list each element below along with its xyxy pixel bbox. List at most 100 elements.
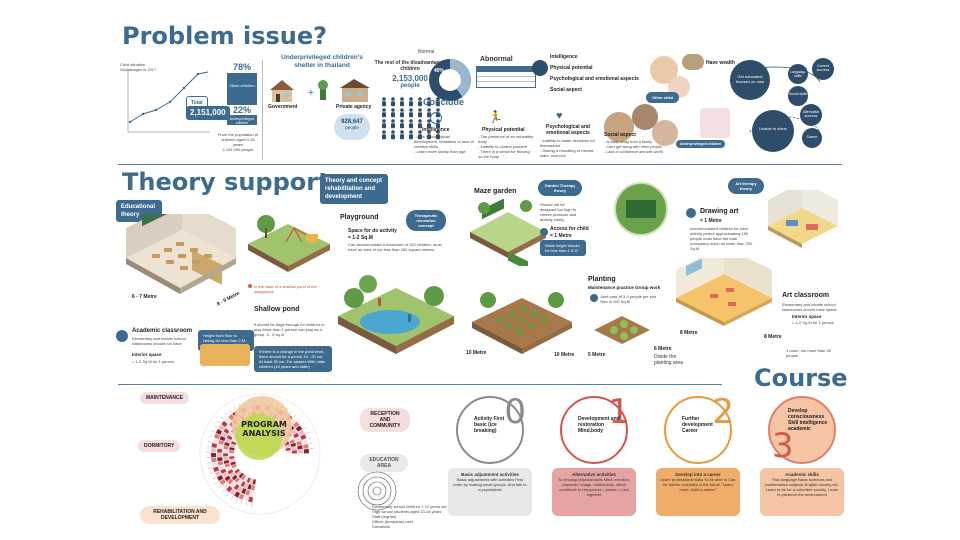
wheel-cell	[223, 456, 229, 461]
legend-item-1: Elementary school children 7-12 years ol…	[372, 504, 447, 509]
abnormal-title: Abnormal	[480, 56, 513, 63]
wheel-cell	[218, 440, 225, 445]
wheel-spoke	[213, 425, 218, 428]
wheel-cell	[293, 432, 300, 439]
get-care-circle: Get educated/ focused on care	[730, 60, 770, 100]
wheel-cell	[243, 482, 249, 489]
legend-item-3: Staff (regular)	[372, 514, 397, 519]
wheel-cell	[224, 441, 230, 447]
wheel-cell	[237, 479, 243, 486]
wheel-spoke	[297, 418, 301, 422]
wheel-cell	[226, 435, 233, 441]
physical-label: Physical potential	[482, 127, 525, 133]
wheel-cell	[222, 482, 230, 489]
wheel-spoke	[212, 476, 216, 480]
person-icon	[409, 97, 413, 107]
wheel-cell	[212, 438, 219, 444]
wheel-cell	[217, 444, 223, 449]
wheel-cell	[219, 478, 227, 486]
wheel-cell	[224, 463, 231, 468]
other-children-bar: Other children	[227, 73, 257, 105]
brain-icon	[430, 112, 442, 124]
wheel-spoke	[209, 435, 214, 438]
wheel-spoke	[207, 440, 212, 443]
course-ring-text-0: Activity First basic (ice breaking)	[474, 416, 505, 434]
course-ring-text-2: Further development Career	[682, 416, 713, 434]
wheel-cell	[251, 485, 255, 491]
wheel-cell	[232, 466, 239, 472]
wheel-cell	[285, 450, 291, 454]
reception-pill: RECEPTION AND COMMUNITY	[360, 408, 410, 432]
planting-sub: Maintenance practice Group work	[588, 285, 661, 290]
course-ring-0: 0 Activity First basic (ice breaking)	[456, 392, 526, 464]
wheel-spoke	[289, 410, 293, 414]
person-icon	[427, 97, 431, 107]
person-icon	[400, 97, 404, 107]
wheel-cell	[215, 428, 223, 435]
eight-metre-a: 8 Metre	[680, 330, 698, 336]
wheel-cell	[217, 453, 223, 457]
maze-note: Should not be designed too high to relie…	[540, 202, 577, 222]
wheel-cell	[223, 459, 230, 465]
person-icon	[391, 119, 395, 129]
person-icon	[418, 130, 422, 140]
rest-value: 2,153,000	[392, 74, 428, 83]
wheel-spoke	[211, 430, 216, 433]
program-title: PROGRAM ANALYSIS	[241, 420, 287, 438]
wheel-cell	[289, 439, 296, 444]
drawing-rule: = 1 Metre	[700, 218, 722, 224]
underprivileged-pill: Underprivileged children	[676, 140, 726, 148]
social-aspect-label: Social aspect	[604, 132, 636, 138]
access-person-icon	[540, 228, 548, 236]
wheel-cell	[249, 490, 255, 497]
wheel-spoke	[214, 481, 219, 485]
shelter-houses: +	[270, 79, 370, 102]
wheel-cell	[229, 472, 236, 478]
wheel-cell	[230, 481, 237, 488]
government-label: Government	[268, 104, 298, 110]
maze-desc: Walls height should be less than 1.5 M	[540, 240, 586, 256]
wheel-cell	[292, 421, 300, 428]
person-icon	[391, 97, 395, 107]
wheel-cell	[290, 442, 297, 447]
eight-metre-b: 8 Metre	[764, 334, 782, 340]
intelligence-desc: - Lack of conceptual development, hesita…	[414, 134, 474, 154]
wheel-cell	[226, 485, 233, 493]
wheel-cell	[290, 428, 298, 435]
child-photo-6	[652, 120, 678, 146]
theory-title: Theory support	[122, 168, 330, 196]
course-info-0: Basic adjustment activities Basic adjust…	[448, 468, 532, 516]
wheel-spoke	[218, 485, 222, 489]
wheel-cell	[218, 424, 225, 431]
wheel-cell	[229, 458, 235, 463]
wheel-cell	[229, 447, 235, 451]
course-ring-2: 2 Further development Career	[664, 392, 734, 464]
wheel-cell	[211, 453, 217, 458]
abnormal-hub	[532, 60, 548, 76]
wheel-cell	[291, 446, 297, 451]
course-info-desc-1: To develop physical skills Mind, emotion…	[557, 477, 631, 497]
concept-title-box: Theory and concept rehabilitation and de…	[320, 174, 388, 204]
academic-label: Academic classroom	[132, 328, 193, 334]
wheel-cell	[221, 431, 228, 438]
art-interior: Interior space	[792, 314, 822, 319]
divide-note: Divide the planting area	[654, 354, 683, 366]
wheel-cell	[230, 461, 236, 466]
wheel-cell	[211, 447, 217, 453]
education-pill: EDUCATION AREA	[360, 454, 408, 472]
person-icon	[409, 108, 413, 118]
academic-desc: Elementary and middle school classrooms …	[132, 336, 186, 346]
private-agency-label: Private agency	[336, 104, 372, 110]
wheel-cell	[211, 462, 218, 468]
person-icon	[382, 130, 386, 140]
wheel-cell	[224, 417, 231, 424]
course-info-title-1: Alternative activities	[572, 472, 616, 477]
orphanage-graph	[127, 70, 210, 133]
legend-item-4: Officer (temporary use)	[372, 519, 414, 524]
planting-label: Planting	[588, 276, 616, 283]
career-circle: Career	[802, 128, 822, 148]
playground-label: Playground	[340, 214, 379, 221]
wheel-cell	[297, 449, 303, 454]
person-icon	[418, 108, 422, 118]
social-skills-circle: Social skills	[788, 86, 808, 106]
